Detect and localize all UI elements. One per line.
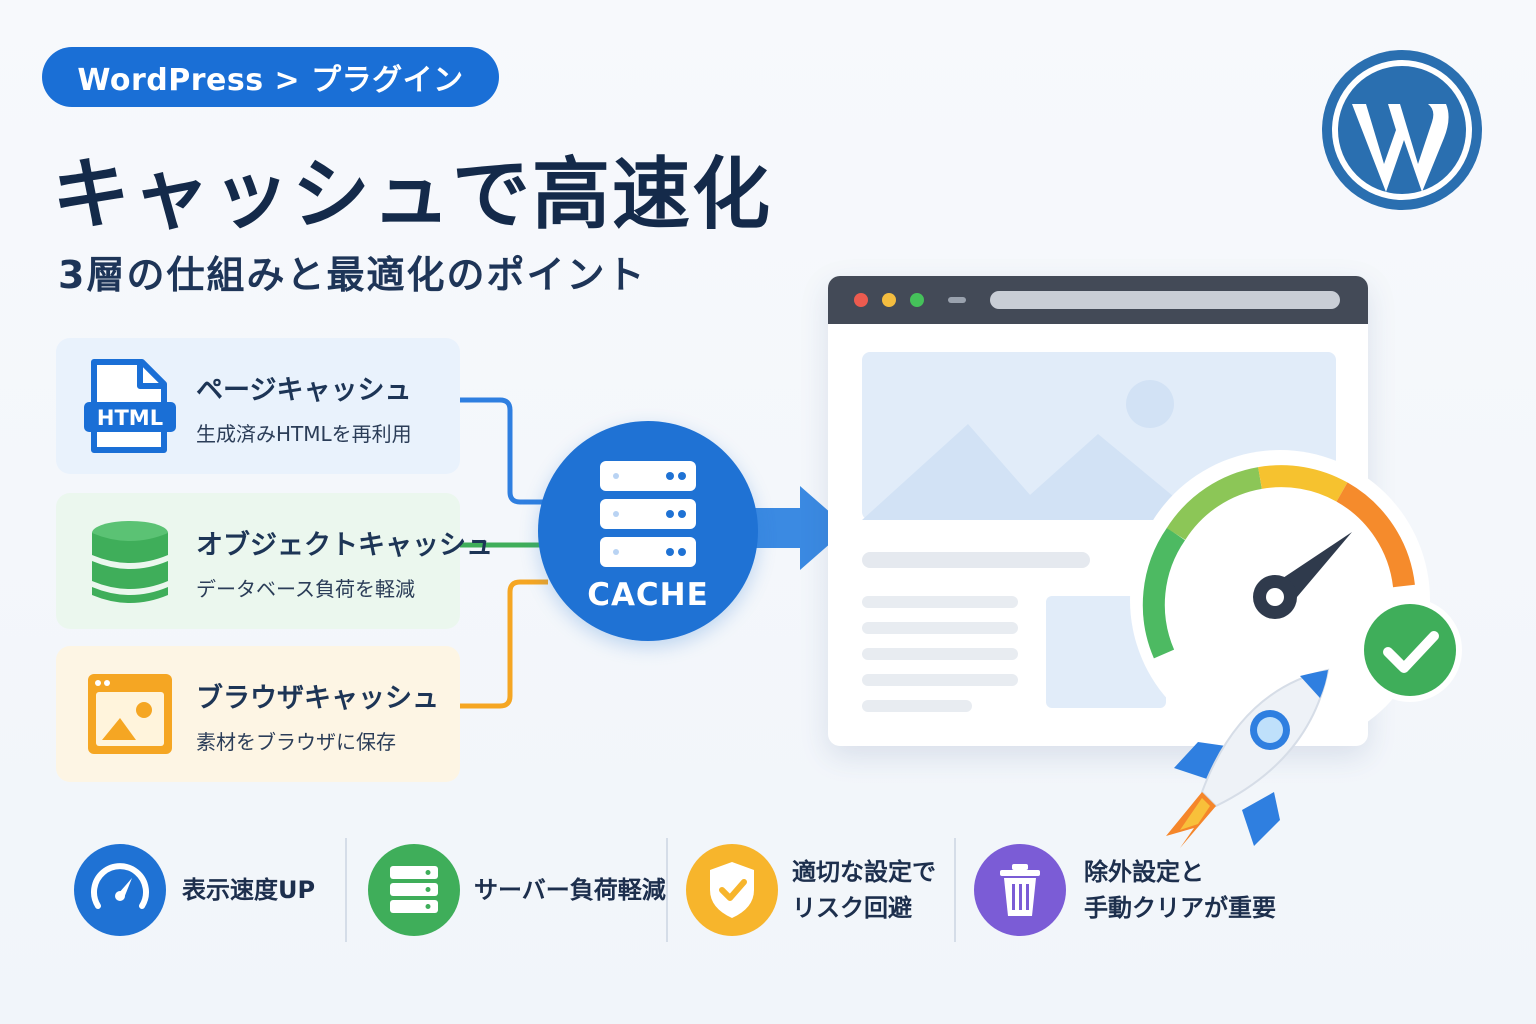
feature-text-line2: リスク回避 [792,894,912,922]
trash-icon [974,844,1066,936]
feature-server-load: サーバー負荷軽減 [368,840,666,940]
card-title: オブジェクトキャッシュ [196,530,493,561]
card-desc: データベース負荷を軽減 [196,577,415,601]
text-line [862,648,1018,660]
divider [666,838,668,942]
card-desc: 素材をブラウザに保存 [196,730,396,754]
breadcrumb[interactable]: WordPress > プラグイン [42,47,499,107]
text-line [862,674,1018,686]
card-browser-cache: ブラウザキャッシュ 素材をブラウザに保存 [56,646,460,782]
feature-text: 表示速度UP [182,876,316,904]
close-dot-icon [854,293,868,307]
divider [345,838,347,942]
divider [954,838,956,942]
feature-text-line2: 手動クリアが重要 [1084,894,1276,922]
database-icon [92,521,168,603]
html-file-icon: HTML [84,359,176,453]
feature-speed-up: 表示速度UP [74,840,334,940]
browser-titlebar [828,276,1368,324]
cache-hub: CACHE [538,421,758,641]
page-subtitle: 3層の仕組みと最適化のポイント [58,253,647,297]
feature-risk-avoid: 適切な設定で リスク回避 [686,840,946,940]
rocket-icon [1166,668,1330,848]
server-icon [600,461,696,567]
text-line [862,596,1018,608]
text-line [862,700,972,712]
address-bar [990,291,1340,309]
feature-text-line1: 適切な設定で [792,858,936,886]
page-title: キャッシュで高速化 [52,150,773,240]
nav-icon [948,297,966,303]
text-line [862,622,1018,634]
feature-exclusion-clear: 除外設定と 手動クリアが重要 [974,840,1294,940]
card-object-cache: オブジェクトキャッシュ データベース負荷を軽減 [56,493,493,629]
card-desc: 生成済みHTMLを再利用 [196,422,412,446]
browser-image-icon [88,674,172,754]
shield-check-icon [686,844,778,936]
card-title: ページキャッシュ [196,375,412,406]
feature-text-line1: 除外設定と [1084,858,1204,886]
card-page-cache: HTML ページキャッシュ 生成済みHTMLを再利用 [56,338,460,474]
minimize-dot-icon [882,293,896,307]
cache-label: CACHE [587,577,709,613]
server-icon [368,844,460,936]
card-title: ブラウザキャッシュ [196,683,439,714]
feature-text: サーバー負荷軽減 [474,876,666,904]
maximize-dot-icon [910,293,924,307]
text-line [862,552,1090,568]
html-icon-label: HTML [97,406,163,430]
speedometer-icon [74,844,166,936]
check-badge-icon [1358,598,1462,702]
wordpress-logo-icon [1322,50,1482,210]
speedometer-gauge-icon [1130,450,1430,730]
